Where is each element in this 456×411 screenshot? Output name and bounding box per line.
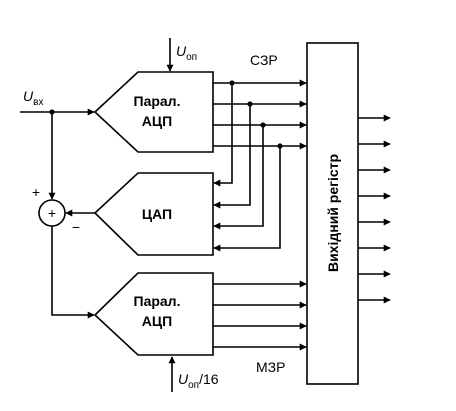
bottom-adc-label-line2: АЦП bbox=[142, 313, 172, 329]
summer-to-bottom-adc-arrow bbox=[51, 226, 95, 319]
bottom-adc-label-line1: Парал. bbox=[134, 293, 181, 309]
bottom-parallel-adc bbox=[93, 272, 214, 356]
top-adc-label-line2: АЦП bbox=[142, 113, 172, 129]
summer-symbol: + bbox=[48, 205, 56, 221]
dac-input-4 bbox=[213, 146, 281, 252]
output-register-label: Вихідний регістр bbox=[325, 154, 341, 272]
dac-block bbox=[93, 172, 214, 256]
ref-voltage-bottom-label: Uоп/16 bbox=[178, 371, 219, 391]
dac-feedback-lines bbox=[213, 80, 283, 252]
input-voltage-label: Uвх bbox=[23, 88, 43, 108]
output-register bbox=[306, 42, 359, 385]
ref-voltage-top-label: Uоп bbox=[176, 43, 197, 63]
top-adc-output-arrows bbox=[213, 79, 307, 150]
dac-input-1 bbox=[213, 83, 233, 187]
dac-input-2 bbox=[213, 104, 251, 209]
top-adc-label-line1: Парал. bbox=[134, 93, 181, 109]
dac-input-3 bbox=[213, 125, 264, 230]
msb-label: СЗР bbox=[250, 52, 278, 68]
bottom-adc-output-arrows bbox=[213, 280, 307, 351]
summer-plus-sign: + bbox=[32, 184, 40, 200]
dac-label: ЦАП bbox=[142, 206, 172, 222]
top-parallel-adc bbox=[93, 71, 214, 153]
summer-minus-sign: − bbox=[72, 219, 80, 235]
register-output-arrows bbox=[358, 114, 391, 304]
lsb-label: МЗР bbox=[256, 359, 285, 375]
